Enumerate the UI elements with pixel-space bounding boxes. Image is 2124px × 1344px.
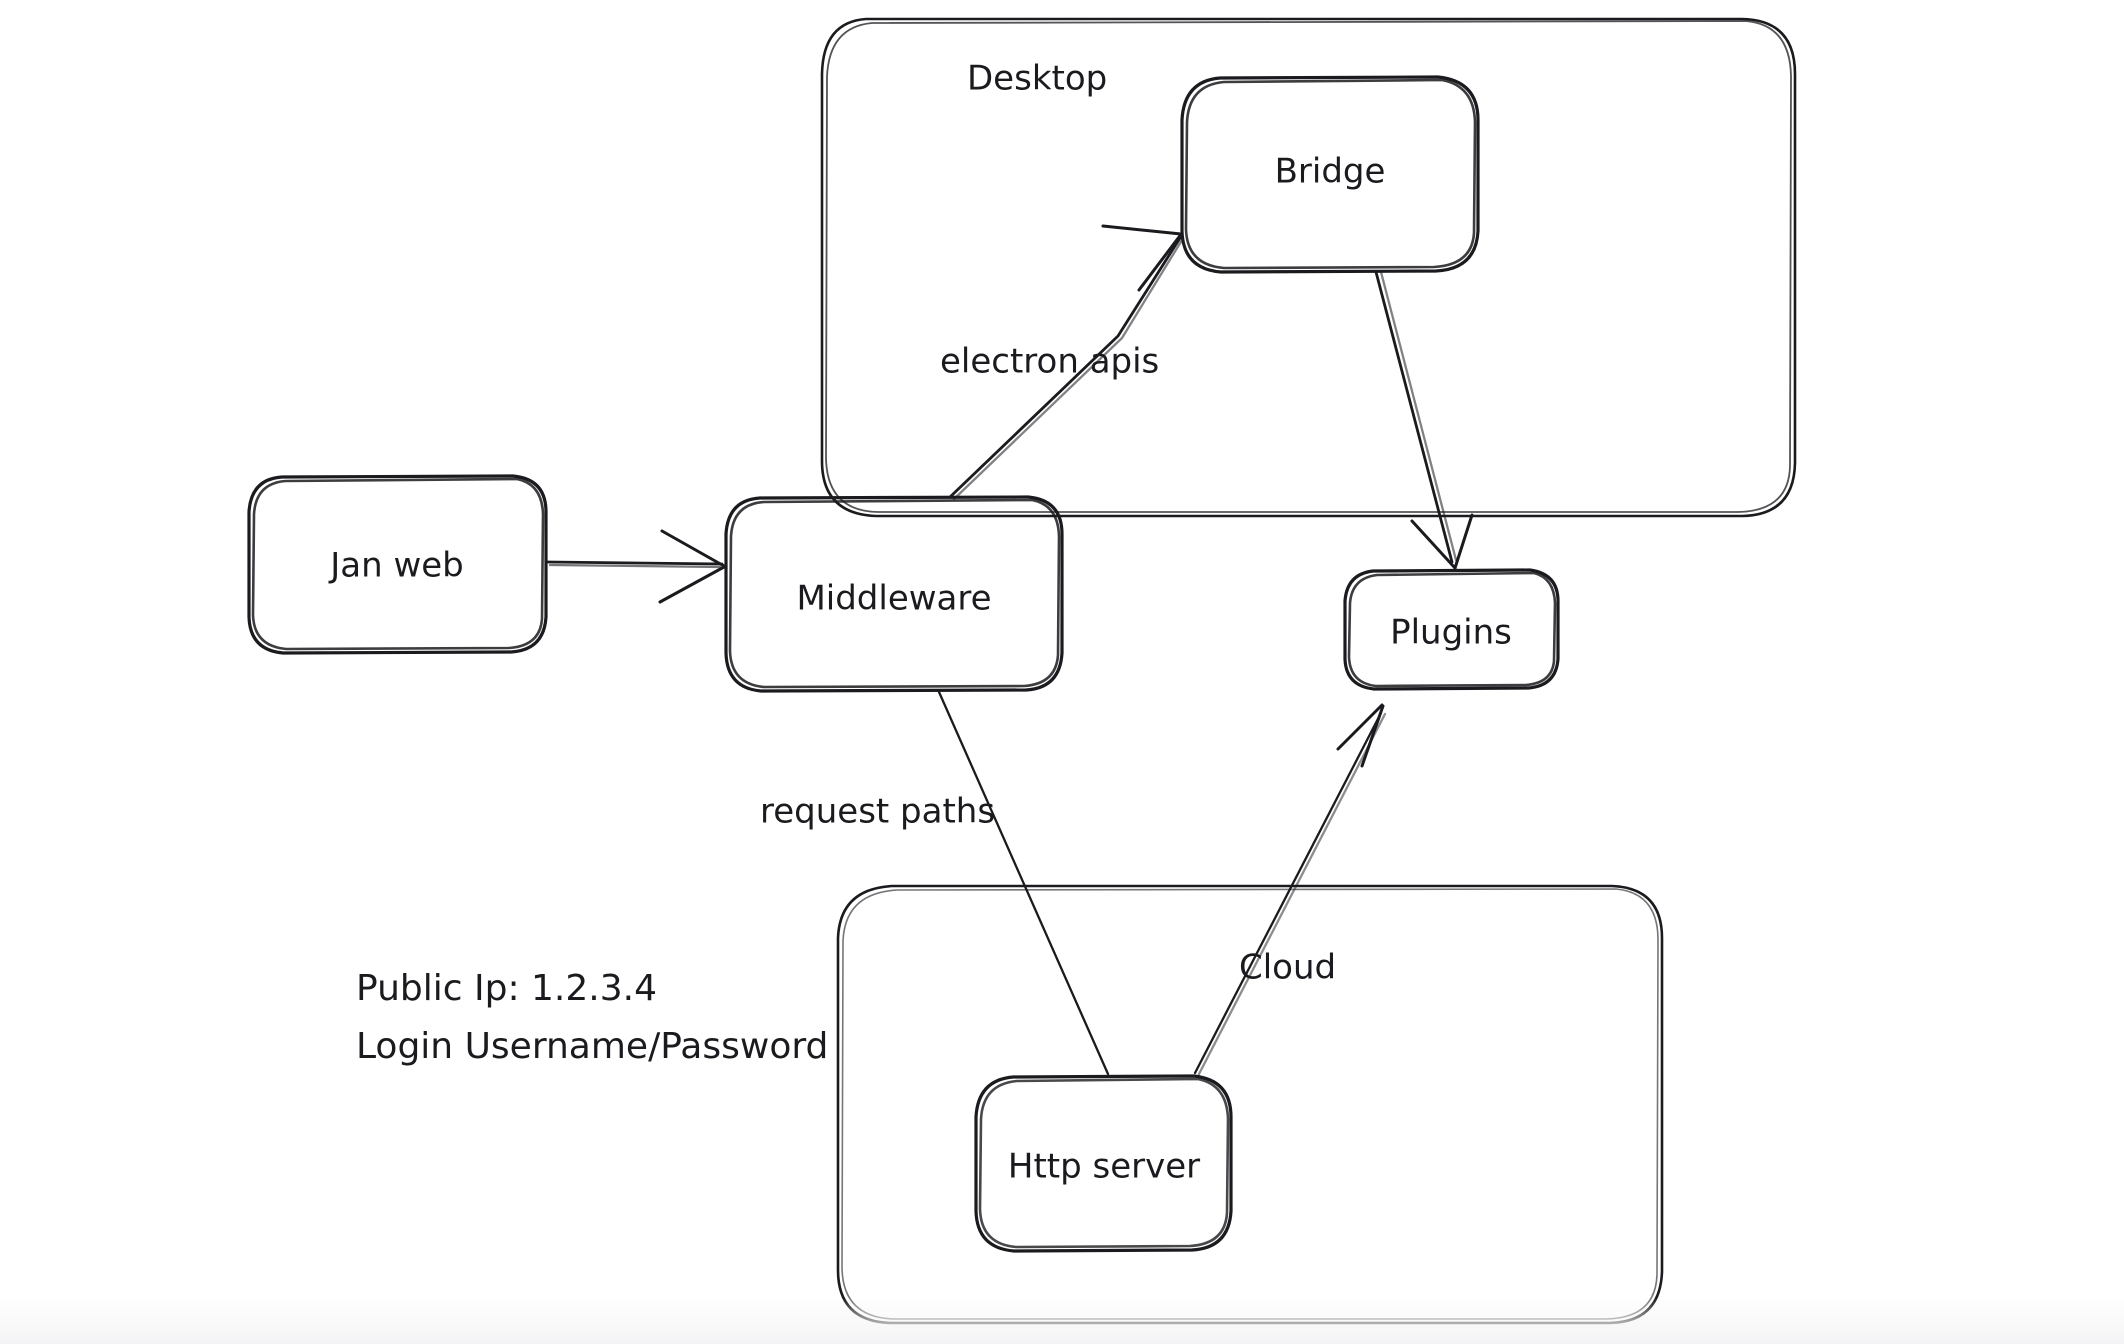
middleware-bridge-line-second-pass <box>952 238 1184 501</box>
group-label-desktop: Desktop <box>967 59 1107 99</box>
node-bridge[interactable]: Bridge <box>1180 75 1480 274</box>
bridge-plugins-arrowhead-right <box>1453 513 1474 570</box>
edge-label-request-paths: request paths <box>760 792 995 832</box>
node-label-bridge: Bridge <box>1275 152 1386 192</box>
node-label-http-server: Http server <box>1008 1147 1200 1187</box>
bridge-box-border <box>1180 75 1480 274</box>
bridge-plugins-line <box>1374 270 1454 564</box>
edge-middleware-to-bridge[interactable]: electron apis <box>940 224 1184 501</box>
middleware-bridge-arrowhead-upper <box>1101 224 1183 236</box>
janweb-middleware-arrowhead-upper <box>660 529 726 568</box>
node-jan-web[interactable]: Jan web <box>247 474 548 655</box>
janweb-middleware-arrowhead-lower <box>658 565 726 604</box>
jan-web-box-border-second-pass <box>251 477 545 651</box>
httpserver-plugins-line <box>1193 711 1383 1075</box>
middleware-httpserver-line <box>937 690 1110 1076</box>
bridge-box-border-second-pass <box>1184 78 1477 270</box>
middleware-bridge-arrowhead-lower <box>1137 231 1184 292</box>
edge-label-electron-apis: electron apis <box>940 342 1159 382</box>
httpserver-plugins-line-second-pass <box>1197 712 1387 1076</box>
http-server-box-border <box>974 1074 1233 1253</box>
node-plugins[interactable]: Plugins <box>1343 568 1560 691</box>
group-desktop[interactable]: Desktop <box>820 17 1797 518</box>
desktop-group-border-second-pass <box>825 20 1792 513</box>
edge-middleware-to-httpserver[interactable]: request paths <box>760 690 1110 1076</box>
edge-janweb-to-middleware[interactable] <box>546 529 726 604</box>
edge-label-cloud: Cloud <box>1239 948 1336 988</box>
notes-block: Public Ip: 1.2.3.4 Login Username/Passwo… <box>356 968 828 1067</box>
bridge-plugins-line-second-pass <box>1379 270 1458 562</box>
jan-web-box-border <box>247 474 548 655</box>
desktop-group-border <box>820 17 1797 518</box>
middleware-bridge-line <box>948 236 1182 499</box>
httpserver-plugins-arrowhead-left <box>1336 703 1384 751</box>
node-label-plugins: Plugins <box>1390 613 1512 653</box>
plugins-box-border <box>1343 568 1560 691</box>
node-middleware[interactable]: Middleware <box>724 495 1064 693</box>
note-public-ip: Public Ip: 1.2.3.4 <box>356 968 657 1009</box>
edge-httpserver-to-plugins[interactable]: Cloud <box>1193 703 1387 1076</box>
node-label-middleware: Middleware <box>796 579 991 619</box>
node-label-jan-web: Jan web <box>328 546 464 586</box>
httpserver-plugins-arrowhead-right <box>1360 704 1385 768</box>
janweb-middleware-line <box>546 560 724 566</box>
middleware-box-border-second-pass <box>728 498 1061 689</box>
bridge-plugins-arrowhead-left <box>1410 519 1457 570</box>
node-http-server[interactable]: Http server <box>974 1074 1233 1253</box>
janweb-middleware-line-second-pass <box>548 563 722 569</box>
middleware-box-border <box>724 495 1064 693</box>
http-server-box-border-second-pass <box>978 1077 1230 1249</box>
plugins-box-border-second-pass <box>1347 571 1557 688</box>
note-login: Login Username/Password <box>356 1026 828 1067</box>
edge-bridge-to-plugins[interactable] <box>1374 270 1474 570</box>
